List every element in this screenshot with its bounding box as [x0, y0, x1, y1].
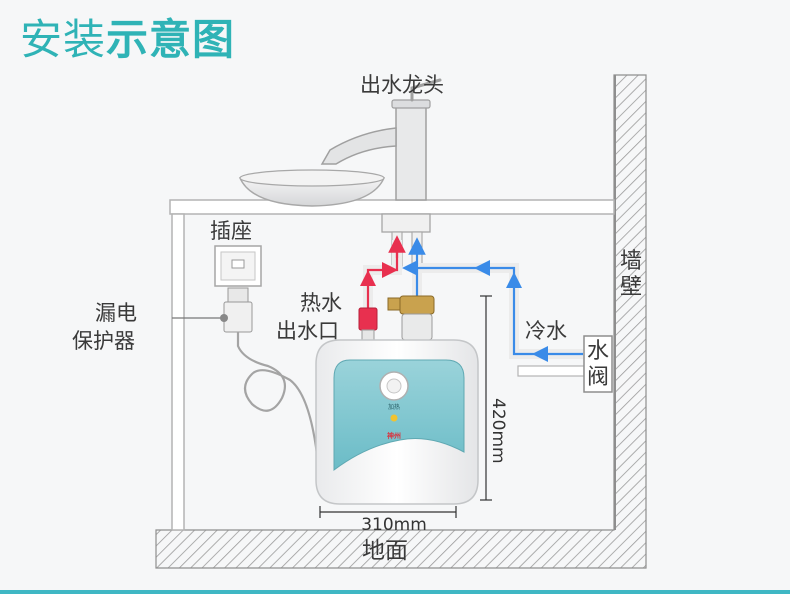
wall-label-char-2: 壁: [619, 275, 642, 300]
hot-outlet-label-line-2: 出水口: [276, 319, 339, 343]
title-part-1: 安装: [20, 15, 107, 64]
faucet-label: 出水龙头: [360, 73, 444, 97]
cold-water-label: 冷水: [525, 319, 567, 343]
bottom-accent-band: [0, 590, 790, 594]
tee-joint: [381, 213, 431, 267]
socket-label: 插座: [210, 219, 252, 243]
faucet: [320, 78, 442, 201]
wall-label-char-1: 墙: [619, 249, 642, 274]
cold-water-pipe: [402, 237, 585, 377]
height-dimension-label: 420mm: [488, 398, 508, 464]
title-part-2: 示意图: [106, 15, 236, 64]
hot-water-pipe: [360, 235, 406, 340]
water-valve: [583, 335, 613, 393]
sink-basin: [238, 169, 386, 207]
wall-socket: [214, 245, 262, 287]
floor-label: 地面: [362, 538, 408, 564]
valve-label-char-1: 水: [586, 339, 609, 364]
leakage-protector-label-line-1: 漏电: [95, 301, 137, 325]
valve-label-char-2: 阀: [586, 365, 609, 390]
leakage-protector: [172, 287, 322, 487]
width-dimension-label: 310mm: [361, 515, 427, 535]
heater-brand-label: 神州: [387, 431, 401, 440]
safety-valve: [387, 295, 435, 341]
width-dimension: [319, 506, 457, 518]
diagram-title: 安装示意图: [20, 12, 235, 68]
wall: [155, 74, 647, 569]
height-dimension: [480, 295, 492, 501]
hot-outlet-label-line-1: 热水: [300, 291, 342, 315]
hot-water-outlet-fitting: [358, 307, 378, 345]
water-heater: [315, 339, 479, 505]
leakage-protector-label-line-2: 保护器: [72, 329, 135, 353]
heater-panel-label: 加热: [388, 403, 400, 411]
